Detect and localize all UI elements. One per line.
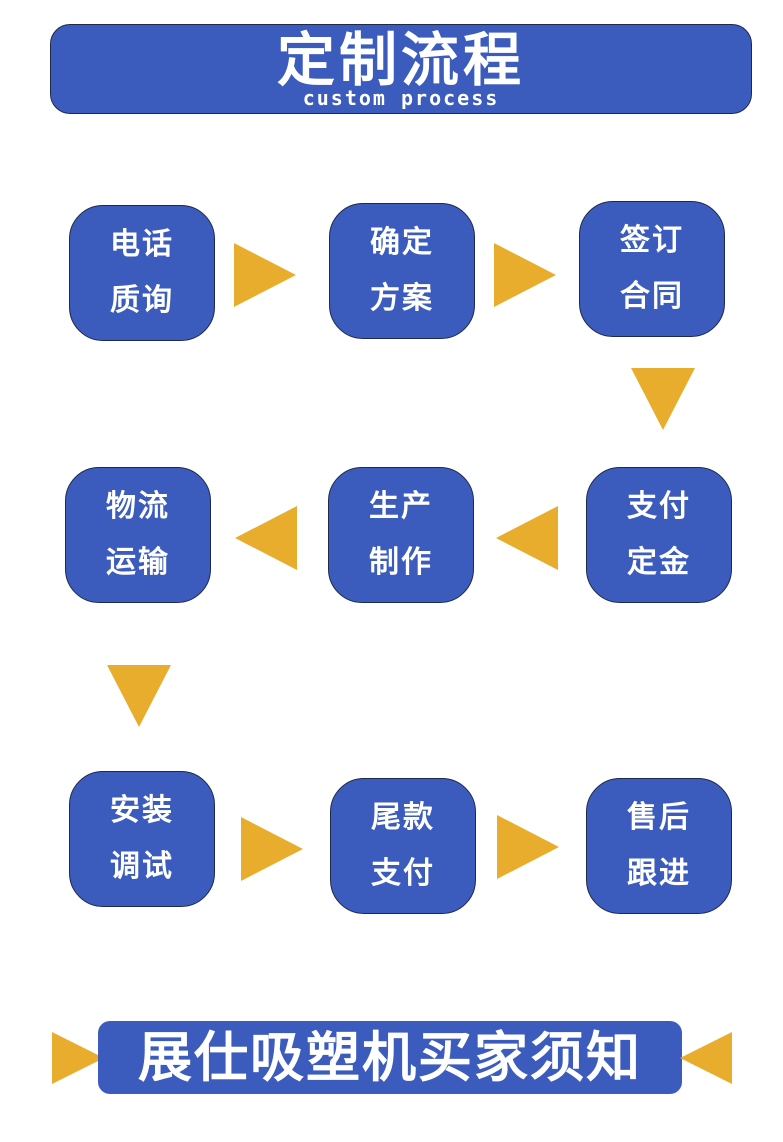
step-label-line1: 售后 (627, 800, 691, 835)
step-label-line2: 方案 (370, 281, 434, 316)
step-sign-contract: 签订 合同 (579, 201, 725, 337)
header-banner: 定制流程 custom process (50, 24, 752, 114)
arrow-right-icon (241, 817, 303, 881)
arrow-right-icon (52, 1032, 104, 1084)
step-label-line1: 安装 (110, 793, 174, 828)
arrow-right-icon (497, 815, 559, 879)
arrow-left-icon (235, 506, 297, 570)
step-label-line2: 调试 (110, 849, 174, 884)
arrow-down-icon (631, 368, 695, 430)
step-label-line2: 运输 (106, 545, 170, 580)
step-label-line2: 支付 (371, 856, 435, 891)
step-label-line2: 合同 (620, 279, 684, 314)
step-final-payment: 尾款 支付 (330, 778, 476, 914)
step-label-line1: 支付 (627, 489, 691, 524)
step-label-line1: 物流 (106, 489, 170, 524)
step-confirm-plan: 确定 方案 (329, 203, 475, 339)
buyer-notice-banner: 展仕吸塑机买家须知 (98, 1021, 682, 1094)
step-production: 生产 制作 (328, 467, 474, 603)
page-subtitle: custom process (302, 86, 500, 110)
step-label-line2: 制作 (369, 545, 433, 580)
step-label-line2: 定金 (627, 545, 691, 580)
arrow-right-icon (494, 243, 556, 307)
page-title: 定制流程 (276, 26, 525, 94)
step-pay-deposit: 支付 定金 (586, 467, 732, 603)
step-logistics: 物流 运输 (65, 467, 211, 603)
arrow-left-icon (496, 506, 558, 570)
step-after-sales: 售后 跟进 (586, 778, 732, 914)
step-phone-inquiry: 电话 质询 (69, 205, 215, 341)
step-label-line2: 跟进 (627, 856, 691, 891)
step-label-line1: 签订 (620, 223, 684, 258)
arrow-down-icon (107, 665, 171, 727)
step-label-line1: 尾款 (371, 800, 435, 835)
step-label-line1: 确定 (370, 225, 434, 260)
step-label-line2: 质询 (110, 283, 174, 318)
step-install-debug: 安装 调试 (69, 771, 215, 907)
arrow-right-icon (234, 243, 296, 307)
arrow-left-icon (680, 1032, 732, 1084)
step-label-line1: 生产 (369, 489, 433, 524)
step-label-line1: 电话 (110, 227, 174, 262)
